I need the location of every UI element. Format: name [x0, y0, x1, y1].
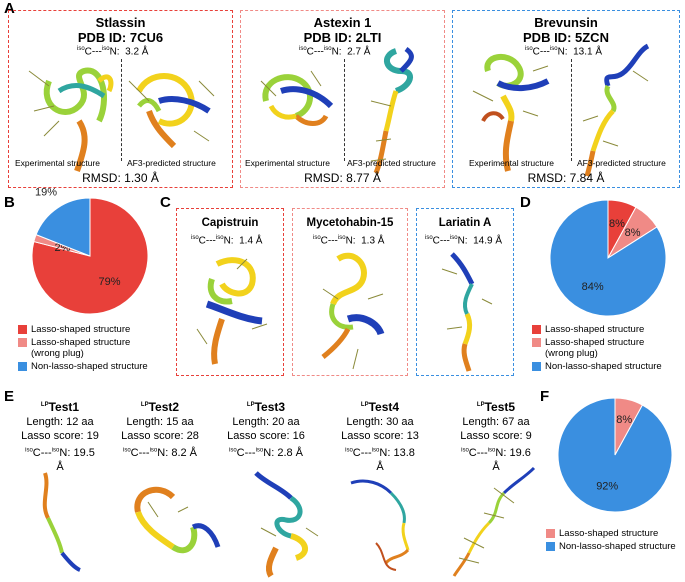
divider	[344, 59, 345, 161]
legend-swatch	[546, 542, 555, 551]
distance-label: isoC---isoN: 3.2 Å	[77, 46, 149, 58]
distance-label: isoC---isoN: 1.3 Å	[313, 235, 385, 247]
rmsd-value: RMSD: 1.30 Å	[82, 171, 159, 185]
pie-label: 8%	[609, 218, 625, 230]
protein-structure-image	[472, 43, 650, 177]
legend-swatch	[532, 325, 541, 334]
legend-item: Lasso-shaped structure(wrong plug)	[18, 337, 130, 359]
legend-swatch	[18, 362, 27, 371]
panel-c-box-3: Lariatin A isoC---isoN: 14.9 Å	[416, 208, 514, 376]
protein-structure-image	[350, 479, 410, 571]
protein-structure-image	[254, 471, 319, 578]
legend-swatch	[546, 529, 555, 538]
panel-letter-a: A	[4, 0, 15, 17]
pdb-id: PDB ID: 7CU6	[77, 30, 164, 45]
panel-letter-e: E	[4, 388, 15, 405]
panel-a-box-1: Stlassin PDB ID: 7CU6 isoC---isoN: 3.2 Å…	[8, 10, 233, 188]
protein-structure-image	[42, 472, 81, 572]
protein-structure-image	[134, 486, 221, 554]
test-header-4: LPTest4 Length: 30 aa Lasso score: 13 is…	[341, 400, 419, 473]
pie-chart-b: 79%2%19%	[31, 186, 149, 315]
pie-label: 19%	[35, 186, 57, 198]
protein-structure-image	[28, 67, 215, 172]
structure-name: Capistruin	[201, 217, 259, 229]
rmsd-value: RMSD: 8.77 Å	[304, 171, 381, 185]
protein-structure-image	[441, 252, 493, 372]
pie-slice	[557, 397, 673, 513]
panel-a-box-2: Astexin 1 PDB ID: 2LTI isoC---isoN: 2.7 …	[240, 10, 445, 188]
predicted-label: AF3-predicted structure	[577, 158, 666, 168]
panel-letter-f: F	[540, 388, 550, 405]
distance-label: isoC---isoN: 1.4 Å	[191, 235, 263, 247]
experimental-label: Experimental structure	[245, 158, 331, 168]
distance-label: isoC---isoN: 14.9 Å	[425, 235, 503, 247]
legend-item: Lasso-shaped structure	[546, 528, 658, 539]
legend-item: Non-lasso-shaped structure	[18, 361, 148, 372]
structure-name: Mycetohabin-15	[306, 217, 394, 229]
predicted-label: AF3-predicted structure	[127, 158, 216, 168]
predicted-label: AF3-predicted structure	[347, 158, 436, 168]
pie-chart-f: 8% 92%	[557, 397, 673, 513]
pie-chart-d: 8%8% 84%	[549, 199, 667, 317]
protein-structure-image	[260, 46, 414, 174]
pie-slice	[35, 197, 91, 257]
pie-label: 79%	[99, 276, 121, 288]
structure-name: Astexin 1	[313, 15, 372, 30]
test-header-1: LPTest1 Length: 12 aa Lasso score: 19 is…	[21, 400, 99, 473]
structure-name: Lariatin A	[438, 217, 492, 229]
test-header-3: LPTest3 Length: 20 aa Lasso score: 16 is…	[227, 400, 305, 459]
legend-item: Lasso-shaped structure	[18, 324, 130, 335]
experimental-label: Experimental structure	[15, 158, 101, 168]
panel-c-box-2: Mycetohabin-15 isoC---isoN: 1.3 Å	[292, 208, 408, 376]
distance-label: isoC---isoN: 13.1 Å	[525, 46, 603, 58]
pie-label: 8%	[616, 414, 632, 426]
legend-item: Lasso-shaped structure(wrong plug)	[532, 337, 644, 359]
experimental-label: Experimental structure	[469, 158, 555, 168]
test-header-5: LPTest5 Length: 67 aa Lasso score: 9 iso…	[460, 400, 532, 473]
pdb-id: PDB ID: 2LTI	[303, 30, 382, 45]
structure-name: Stlassin	[95, 15, 146, 30]
distance-label: isoC---isoN: 2.7 Å	[299, 46, 371, 58]
legend-item: Non-lasso-shaped structure	[546, 541, 676, 552]
protein-structure-image	[196, 257, 268, 365]
legend-item: Lasso-shaped structure	[532, 324, 644, 335]
protein-structure-image	[452, 466, 536, 577]
pie-label: 84%	[582, 281, 604, 293]
pdb-id: PDB ID: 5ZCN	[523, 30, 609, 45]
panel-letter-c: C	[160, 194, 171, 211]
panel-a-box-3: Brevunsin PDB ID: 5ZCN isoC---isoN: 13.1…	[452, 10, 680, 188]
legend-swatch	[532, 362, 541, 371]
legend-swatch	[18, 325, 27, 334]
protein-structure-image	[321, 252, 385, 370]
panel-c-box-1: Capistruin isoC---isoN: 1.4 Å	[176, 208, 284, 376]
test-header-2: LPTest2 Length: 15 aa Lasso score: 28 is…	[121, 400, 199, 459]
panel-letter-d: D	[520, 194, 531, 211]
pie-slice	[549, 199, 667, 317]
legend-swatch	[18, 338, 27, 347]
divider	[571, 59, 572, 161]
rmsd-value: RMSD: 7.84 Å	[527, 171, 605, 185]
legend-swatch	[532, 338, 541, 347]
panel-letter-b: B	[4, 194, 15, 211]
pie-label: 92%	[596, 480, 618, 492]
legend-item: Non-lasso-shaped structure	[532, 361, 662, 372]
pie-label: 8%	[625, 227, 641, 239]
structure-name: Brevunsin	[534, 15, 598, 30]
divider	[121, 59, 122, 161]
